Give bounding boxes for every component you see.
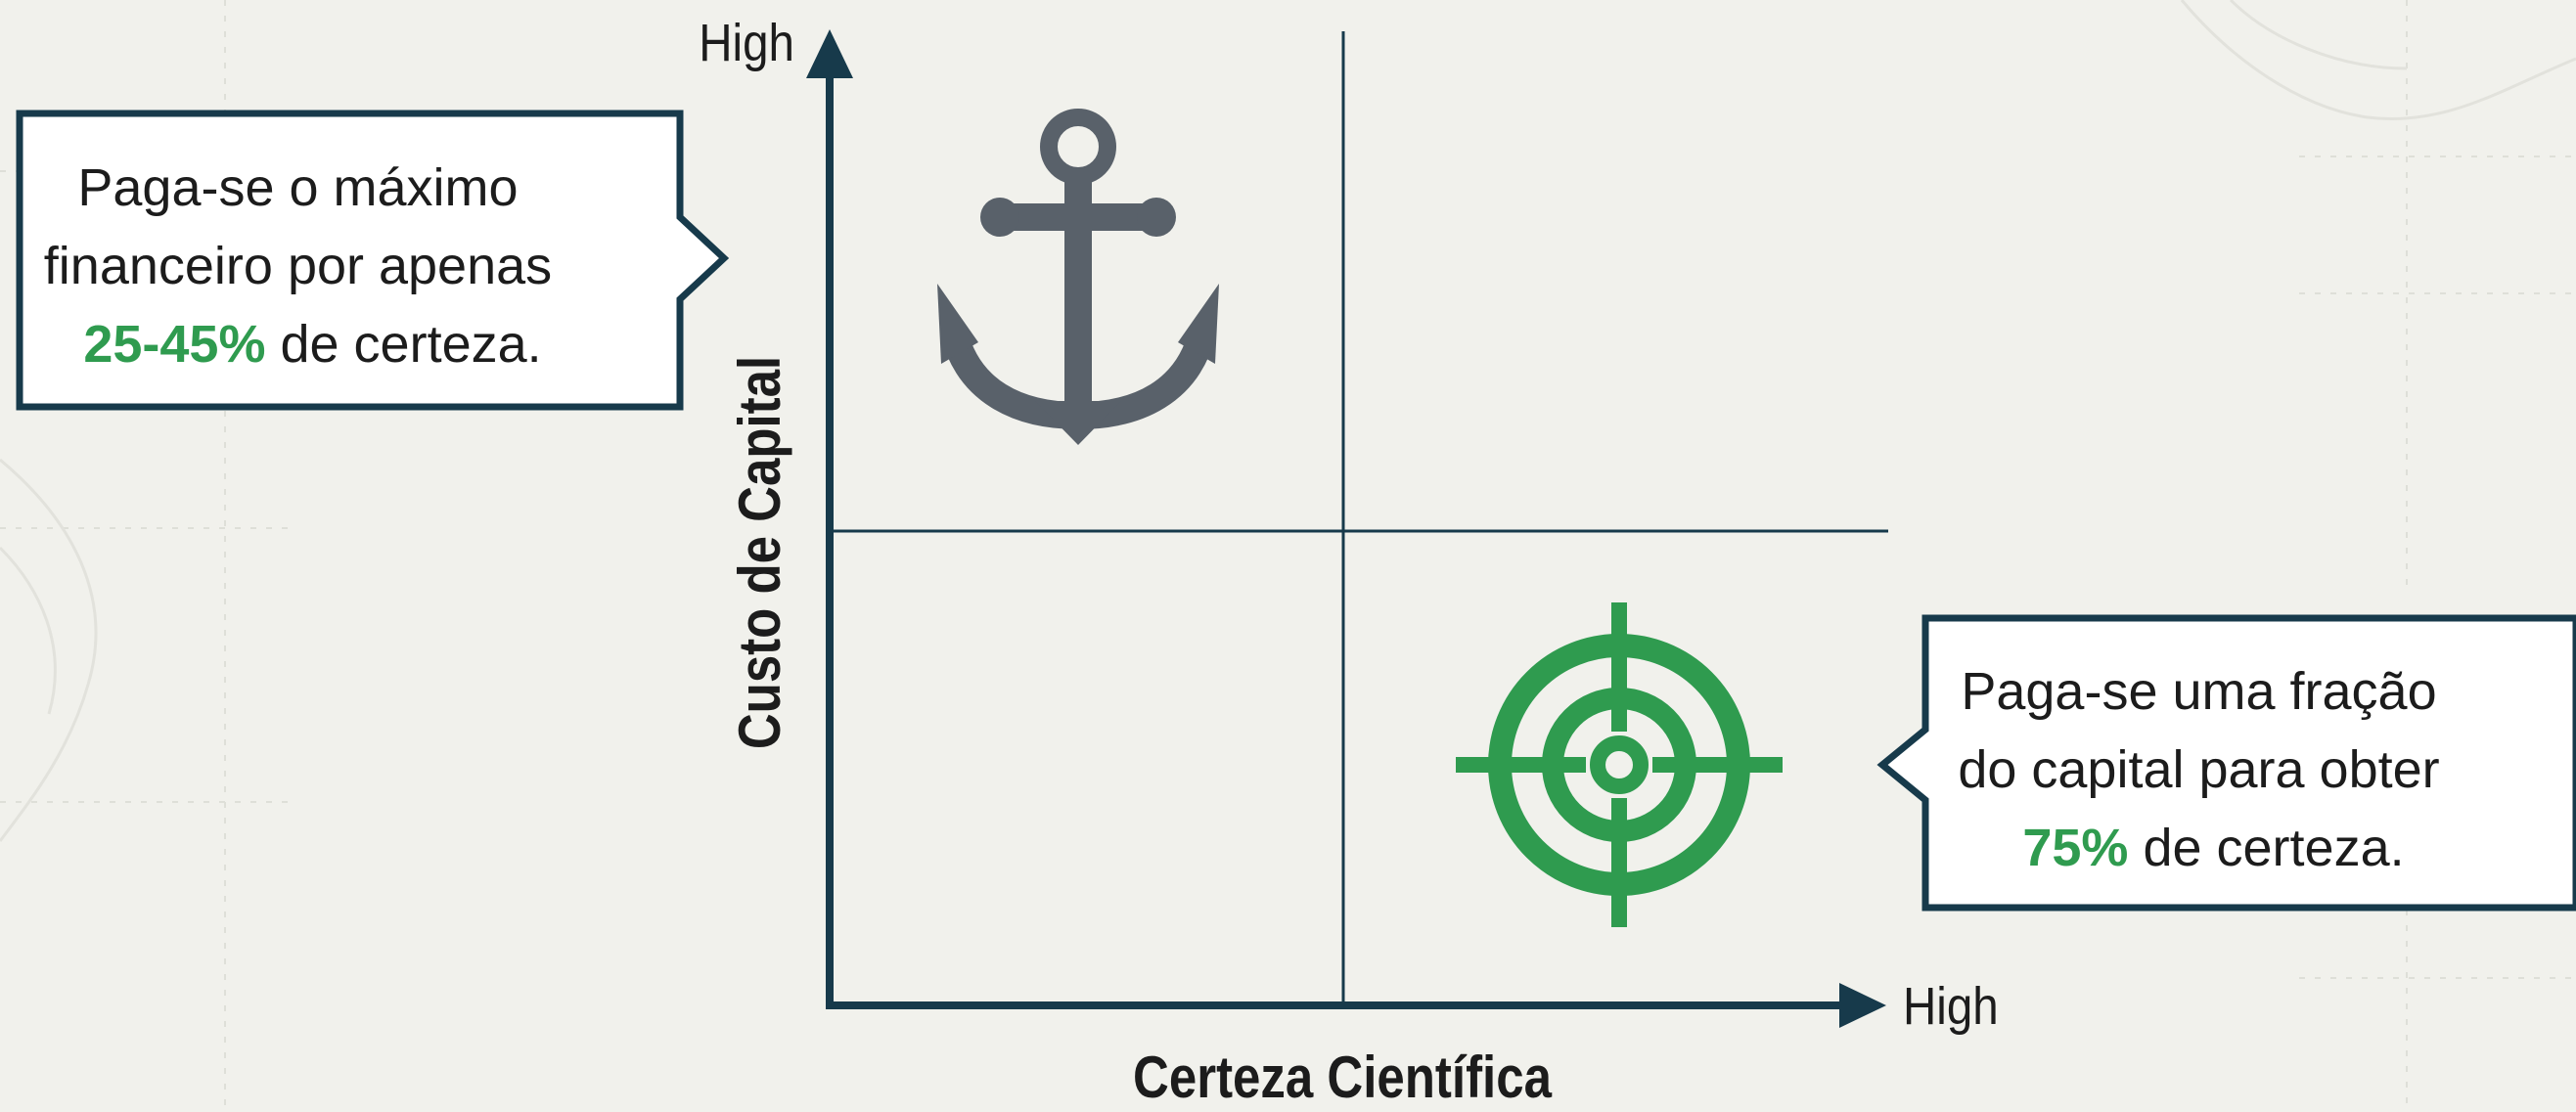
callout-left-highlight: 25-45% — [83, 315, 265, 374]
x-axis-arrowhead — [1839, 983, 1886, 1028]
x-axis-high-label: High — [1903, 976, 1999, 1036]
callout-right-line3-rest: de certeza. — [2128, 819, 2404, 877]
callout-right-line2: do capital para obter — [1958, 740, 2439, 799]
y-axis-high-label: High — [699, 13, 794, 72]
background-contours — [0, 0, 2576, 842]
callout-right-highlight: 75% — [2022, 819, 2128, 877]
callout-right-border — [1876, 614, 2576, 912]
quadrant-dividers — [832, 31, 1888, 1005]
callout-right-line3: 75% de certeza. — [2022, 819, 2404, 877]
target-crosshair-icon — [1456, 602, 1783, 927]
anchor-icon — [937, 109, 1219, 445]
x-axis-title: Certeza Científica — [1133, 1045, 1553, 1107]
callout-left-line3: 25-45% de certeza. — [83, 315, 541, 374]
y-axis-title: Custo de Capital — [727, 356, 792, 749]
y-axis-arrowhead — [806, 29, 853, 78]
callout-left-line1: Paga-se o máximo — [77, 158, 518, 217]
axes — [806, 29, 1886, 1028]
callout-left-line3-rest: de certeza. — [265, 315, 541, 374]
svg-text:Paga-se uma fração do ca: Paga-se uma fração do capital para obter… — [1958, 662, 2542, 877]
callout-right-line1: Paga-se uma fração — [1961, 662, 2436, 721]
callout-left: Paga-se o máximo financeiro por apenas 2… — [16, 110, 730, 411]
callout-left-line2: financeiro por apenas — [44, 237, 552, 295]
callout-left-border — [16, 110, 730, 411]
callout-right: Paga-se uma fração do capital para obter… — [1876, 614, 2576, 912]
svg-text:Paga-se o máximo finance: Paga-se o máximo financeiro por apenas 2… — [44, 158, 655, 374]
